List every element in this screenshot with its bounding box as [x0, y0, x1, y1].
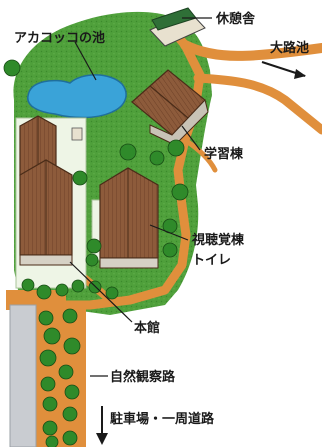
footpaths — [6, 20, 322, 310]
study-hall-building — [131, 69, 209, 146]
label-av-hall: 視聴覚棟 — [191, 232, 245, 248]
label-to-pond: 大路池 — [270, 40, 309, 56]
label-main-hall: 本館 — [134, 320, 160, 336]
leader-lines — [69, 17, 212, 377]
parking-road — [9, 304, 37, 447]
av-hall-building — [99, 167, 159, 269]
label-study-hall: 学習棟 — [204, 146, 244, 162]
label-toilet: トイレ — [192, 253, 231, 268]
label-rest-house: 休憩舎 — [215, 11, 256, 27]
rest-house — [149, 7, 206, 47]
trees — [3, 59, 189, 447]
label-to-parking: 駐車場・一周道路 — [110, 411, 215, 427]
arrow-to-parking-icon — [96, 406, 108, 445]
arrow-to-pond-icon — [261, 61, 306, 79]
pond-water — [27, 74, 127, 119]
main-hall-buildings — [19, 115, 83, 266]
label-pond: アカコッコの池 — [14, 30, 105, 46]
label-nature-trail: 自然観察路 — [110, 369, 176, 385]
